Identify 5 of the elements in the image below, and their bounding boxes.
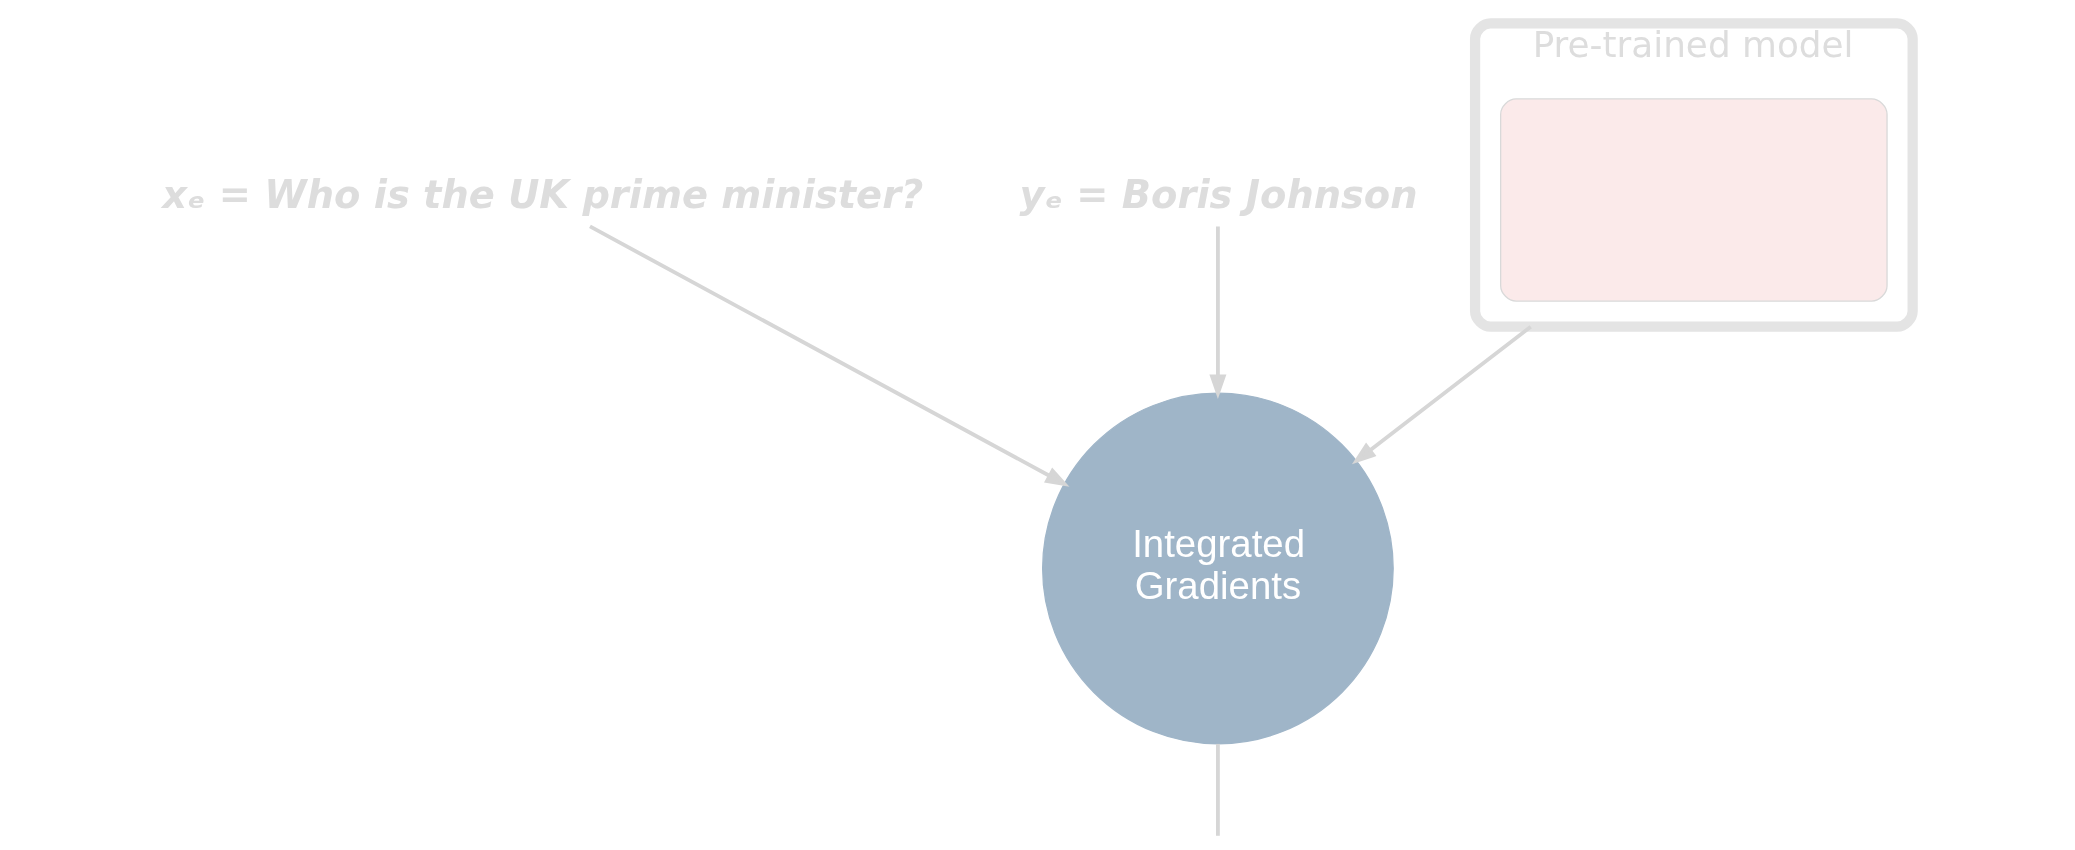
arrow [589,224,1070,487]
arrow [1351,325,1532,465]
arrow [1209,226,1227,399]
node-box [1500,98,1888,302]
connector [1216,743,1220,836]
